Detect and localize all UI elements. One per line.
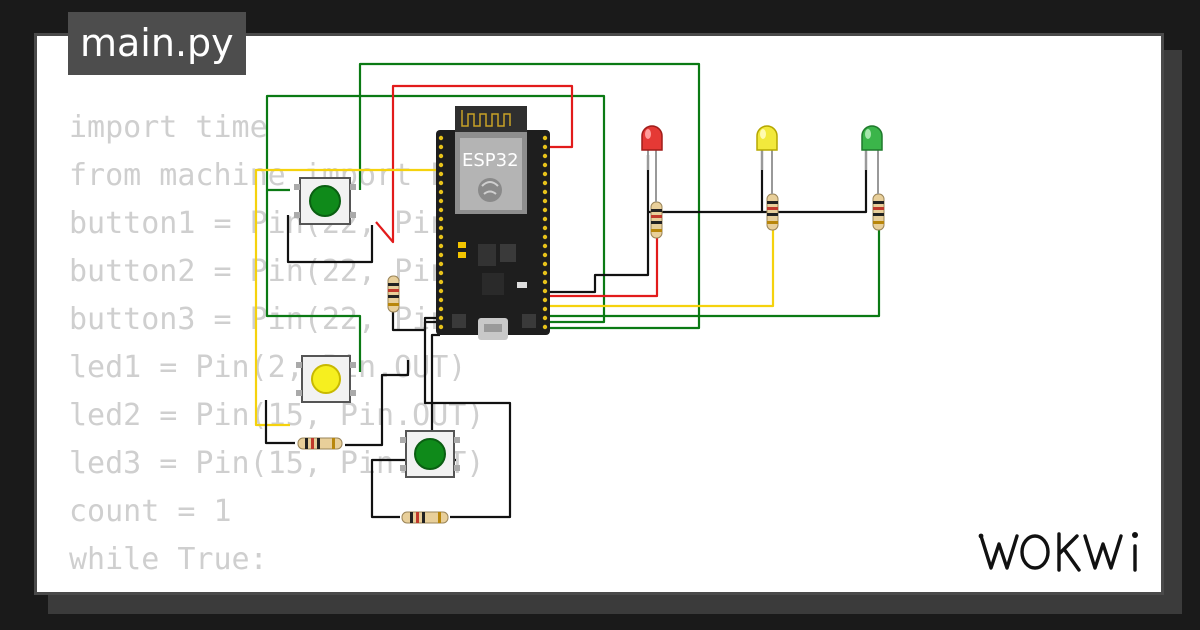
resistors: [297, 193, 885, 524]
wire-red: [540, 230, 659, 298]
wire-yellow: [254, 168, 440, 427]
wire-black: [286, 215, 374, 264]
code-line: while True:: [69, 542, 268, 577]
board-label: ESP32: [462, 150, 519, 171]
resistor-vertical[interactable]: [650, 201, 663, 239]
wire-black: [345, 360, 410, 447]
push-button-bottom[interactable]: [400, 430, 460, 478]
code-line: first = button1.value(): [69, 584, 556, 592]
esp32-board[interactable]: ESP32: [436, 106, 550, 340]
wire-black: [370, 458, 405, 519]
resistor-vertical[interactable]: [872, 193, 885, 231]
code-line: count = 1: [69, 494, 232, 529]
wire-red: [375, 84, 574, 244]
wire-green: [265, 94, 606, 324]
resistor-horizontal[interactable]: [401, 511, 449, 524]
push-button-middle[interactable]: [296, 355, 356, 403]
led-green[interactable]: [861, 125, 883, 194]
resistor-horizontal[interactable]: [297, 437, 343, 450]
push-button-top[interactable]: [294, 177, 356, 225]
led-yellow[interactable]: [756, 125, 778, 194]
wire-black: [648, 150, 868, 214]
wires: [254, 62, 881, 519]
resistor-vertical[interactable]: [387, 275, 400, 313]
wokwi-logo-icon: [978, 532, 1138, 572]
wire-black: [391, 310, 440, 332]
wire-yellow: [540, 230, 775, 308]
led-red[interactable]: [641, 125, 663, 202]
wire-green: [358, 62, 701, 330]
wire-black: [423, 320, 512, 519]
wire-green: [265, 190, 362, 372]
file-name-tab[interactable]: main.py: [68, 12, 246, 75]
wire-black: [540, 155, 650, 294]
code-line: import time: [69, 110, 268, 145]
wire-green: [540, 228, 881, 318]
resistor-vertical[interactable]: [766, 193, 779, 231]
wire-black: [264, 400, 295, 445]
